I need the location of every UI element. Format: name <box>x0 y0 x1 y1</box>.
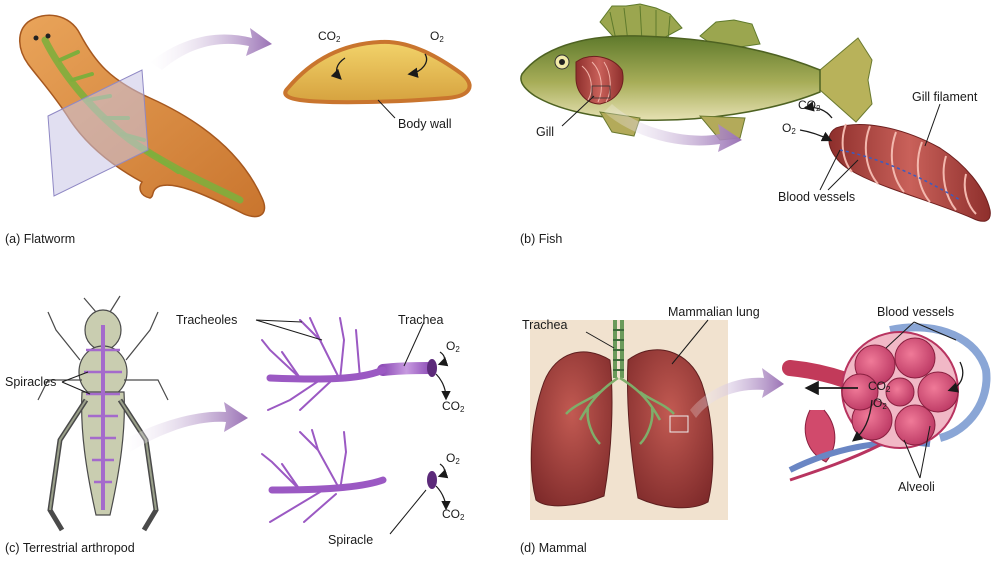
label-mammalian-lung: Mammalian lung <box>668 305 760 319</box>
flatworm-panel <box>19 14 472 218</box>
transfer-arrow-arthropod <box>124 402 248 452</box>
label-co2-flatworm: CO2 <box>318 29 341 44</box>
tracheal-system <box>261 306 437 523</box>
label-o2-arthropod-bottom: O2 <box>446 451 460 466</box>
mammal-panel <box>530 319 991 520</box>
body-wall-section <box>283 39 472 105</box>
label-alveoli: Alveoli <box>898 480 935 494</box>
fish-gill-exposed <box>575 55 624 105</box>
alveoli-cluster <box>782 323 991 482</box>
label-gill-filament: Gill filament <box>912 90 978 104</box>
label-co2-arthropod-top: CO2 <box>442 399 465 414</box>
label-spiracles: Spiracles <box>5 375 57 389</box>
section-plane <box>47 69 149 197</box>
caption-fish: (b) Fish <box>520 232 563 246</box>
label-blood-vessels-mammal: Blood vessels <box>877 305 955 319</box>
label-co2-mammal: CO2 <box>868 379 891 394</box>
label-o2-flatworm: O2 <box>430 29 444 44</box>
fish-body <box>520 35 821 121</box>
caption-arthropod: (c) Terrestrial arthropod <box>5 541 135 555</box>
label-trachea-arthropod: Trachea <box>398 313 444 327</box>
label-gill: Gill <box>536 125 555 139</box>
label-blood-vessels-fish: Blood vessels <box>778 190 856 204</box>
label-o2-mammal: O2 <box>873 396 887 411</box>
label-trachea-mammal: Trachea <box>522 318 568 332</box>
label-co2-fish: CO2 <box>798 98 821 113</box>
caption-flatworm: (a) Flatworm <box>5 232 76 246</box>
label-o2-fish: O2 <box>782 121 796 136</box>
fish-panel <box>520 3 991 222</box>
transfer-arrow-flatworm <box>150 28 272 70</box>
transfer-arrow-fish <box>604 104 742 152</box>
transfer-arrow-mammal <box>690 368 784 418</box>
arthropod-panel <box>37 295 451 535</box>
label-o2-arthropod-top: O2 <box>446 339 460 354</box>
gill-filament <box>828 123 991 222</box>
left-lung <box>530 351 613 507</box>
fish-tail <box>819 37 873 123</box>
label-spiracle: Spiracle <box>328 533 374 547</box>
label-body-wall: Body wall <box>398 117 452 131</box>
caption-mammal: (d) Mammal <box>520 541 587 555</box>
label-tracheoles: Tracheoles <box>176 313 238 327</box>
label-co2-arthropod-bottom: CO2 <box>442 507 465 522</box>
